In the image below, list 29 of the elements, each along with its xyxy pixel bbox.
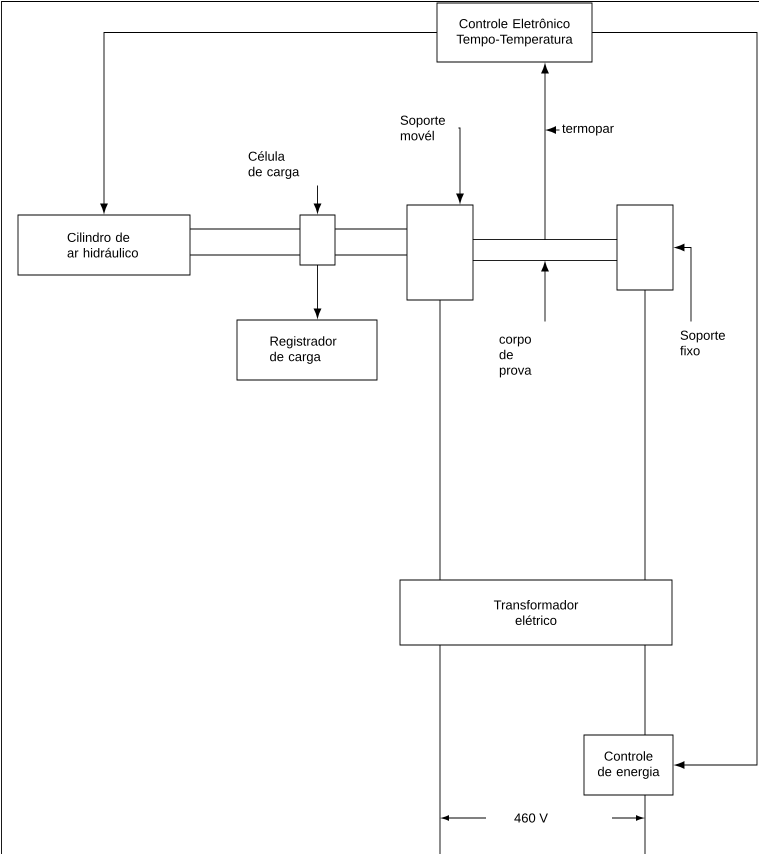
connector-line [335, 228, 407, 256]
connector-line [644, 645, 646, 735]
process-box: Cilindro de ar hidráulico [18, 214, 190, 276]
annotation-text: corpo de prova [500, 336, 532, 378]
arrow [592, 32, 758, 769]
dimension-label: 460 V [514, 813, 548, 823]
annotation-text: Soporte fixo [680, 330, 725, 356]
annotation-text: Célula de carga [248, 151, 300, 179]
connector-line [644, 290, 646, 580]
leader-line [674, 244, 692, 322]
annotation-text: Soporte movél [400, 116, 445, 140]
process-box: Controle de energia [584, 734, 674, 796]
arrow [100, 32, 437, 214]
leader-line [456, 128, 464, 204]
arrow [541, 64, 549, 240]
leader-line [541, 262, 549, 322]
connector-line [644, 795, 646, 854]
specimen-bar [472, 239, 618, 261]
connector-line [190, 228, 300, 256]
arrow [314, 265, 322, 318]
empty-box [300, 214, 336, 266]
leader-line [314, 185, 322, 214]
process-box: Transformador elétrico [400, 580, 672, 646]
leader-line [546, 126, 560, 134]
process-box: Registrador de carga [236, 320, 378, 380]
empty-box [616, 204, 674, 290]
empty-box [406, 204, 474, 300]
annotation-text: termopar [562, 124, 614, 136]
process-box: Controle Eletrônico Tempo-Temperatura [436, 2, 592, 62]
